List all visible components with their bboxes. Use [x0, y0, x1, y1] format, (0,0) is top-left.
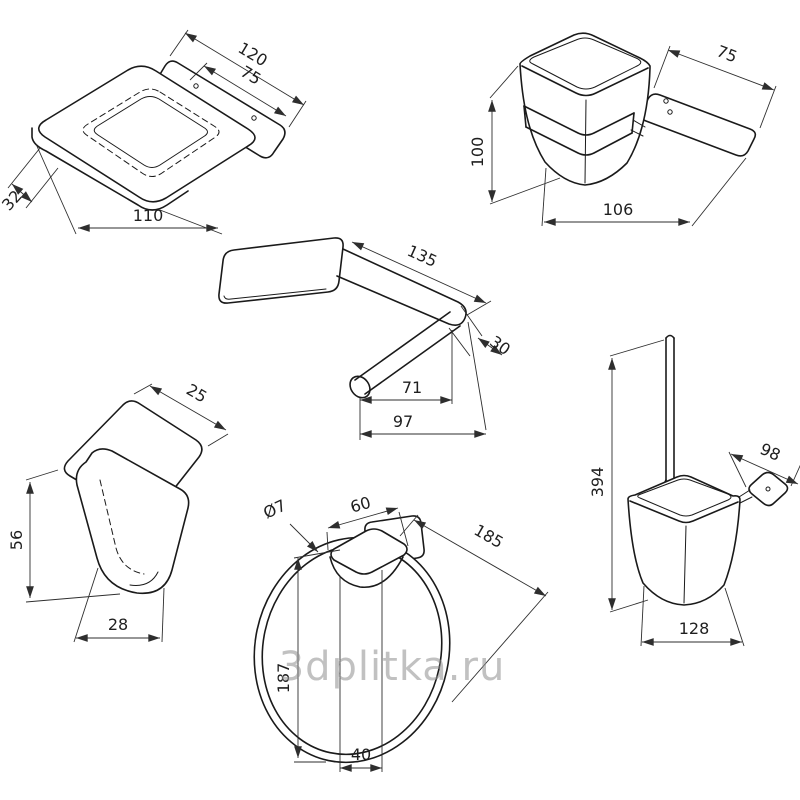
dim-label-paper-width: 135 [404, 241, 440, 271]
soap-dish-drawing: 120 75 32 110 [0, 29, 307, 235]
dim-label-ring-height: 187 [274, 663, 293, 694]
brush-holder-drawing: 394 98 128 [588, 334, 800, 647]
dim-label-paper-roller: 71 [402, 378, 422, 397]
towel-ring-drawing: Ø7 60 185 187 40 [253, 493, 549, 772]
dim-label-soap-width: 110 [133, 206, 164, 225]
dim-label-paper-depth: 97 [393, 412, 413, 431]
screw-icon [251, 115, 257, 121]
dim-label-hook-depth: 25 [183, 380, 210, 407]
dim-label-glass-depth: 106 [603, 200, 634, 219]
dim-label-paper-bar-height: 30 [486, 332, 514, 359]
screw-icon [667, 109, 673, 115]
dim-label-brush-height: 394 [588, 467, 607, 498]
dim-label-hook-height: 56 [7, 530, 26, 550]
screw-icon [765, 486, 771, 492]
hook-drawing: 25 56 28 [7, 380, 229, 643]
screw-icon [663, 98, 669, 104]
dim-label-glass-height: 100 [468, 137, 487, 168]
glass-holder-drawing: 75 100 106 [468, 32, 777, 227]
dim-label-brush-plate: 98 [757, 439, 783, 465]
paper-holder-drawing: 135 30 71 97 [218, 237, 514, 440]
screw-icon [193, 83, 199, 89]
dim-label-ring-bracket: 60 [348, 493, 373, 517]
dim-label-brush-cup-width: 128 [679, 619, 710, 638]
dim-label-ring-base: 40 [351, 745, 371, 764]
dim-label-hook-width: 28 [108, 615, 128, 634]
dim-label-glass-plate-width: 75 [714, 41, 740, 66]
dim-label-ring-tube: Ø7 [260, 496, 289, 523]
dim-label-soap-height: 32 [0, 186, 26, 214]
dim-label-ring-width: 185 [471, 520, 507, 552]
watermark-text: 3dplitka.ru [279, 644, 506, 690]
